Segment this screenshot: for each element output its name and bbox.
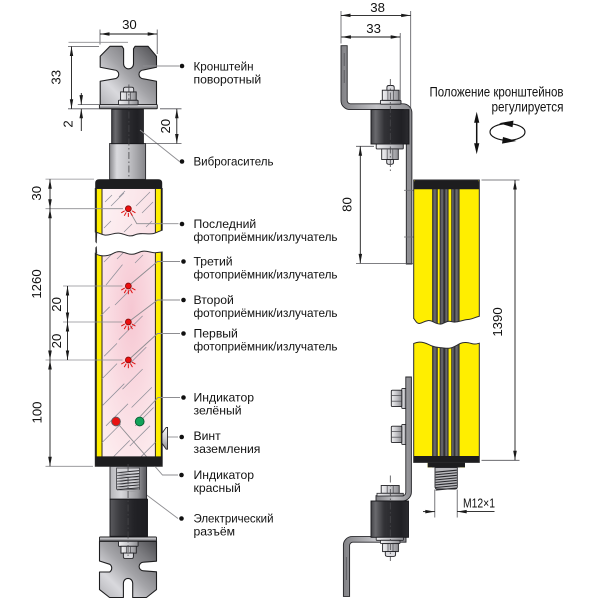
svg-text:красный: красный [194,481,241,495]
svg-text:2: 2 [61,120,76,127]
svg-text:разъём: разъём [194,525,236,539]
svg-text:1390: 1390 [490,307,505,336]
svg-text:Виброгаситель: Виброгаситель [194,155,274,169]
svg-text:фотоприёмник/излучатель: фотоприёмник/излучатель [194,306,338,320]
svg-text:Второй: Второй [194,293,234,307]
svg-text:Последний: Последний [194,217,257,231]
svg-text:38: 38 [370,0,385,15]
svg-text:100: 100 [30,401,45,423]
svg-text:регулируется: регулируется [492,99,564,114]
svg-text:33: 33 [366,21,381,36]
svg-text:фотоприёмник/излучатель: фотоприёмник/излучатель [194,268,338,282]
svg-text:Индикатор: Индикатор [194,468,255,482]
svg-text:20: 20 [158,119,173,134]
svg-text:Первый: Первый [194,327,238,341]
svg-text:заземления: заземления [194,442,261,456]
svg-text:Кронштейн: Кронштейн [194,59,254,73]
svg-text:20: 20 [49,297,64,312]
svg-text:фотоприёмник/излучатель: фотоприёмник/излучатель [194,230,338,244]
svg-text:80: 80 [340,197,355,212]
svg-text:Третий: Третий [194,255,233,269]
svg-text:фотоприёмник/излучатель: фотоприёмник/излучатель [194,340,338,354]
svg-text:поворотный: поворотный [194,72,262,86]
svg-text:зелёный: зелёный [194,404,242,418]
svg-text:Винт: Винт [194,429,222,443]
svg-text:Положение кронштейнов: Положение кронштейнов [430,84,564,99]
svg-text:30: 30 [122,17,137,32]
svg-text:33: 33 [49,70,64,85]
svg-text:M12×1: M12×1 [463,496,495,511]
svg-text:20: 20 [49,334,64,349]
svg-text:1260: 1260 [29,269,44,298]
svg-text:Электрический: Электрический [194,512,274,526]
svg-text:30: 30 [29,186,44,201]
svg-text:Индикатор: Индикатор [194,391,255,405]
